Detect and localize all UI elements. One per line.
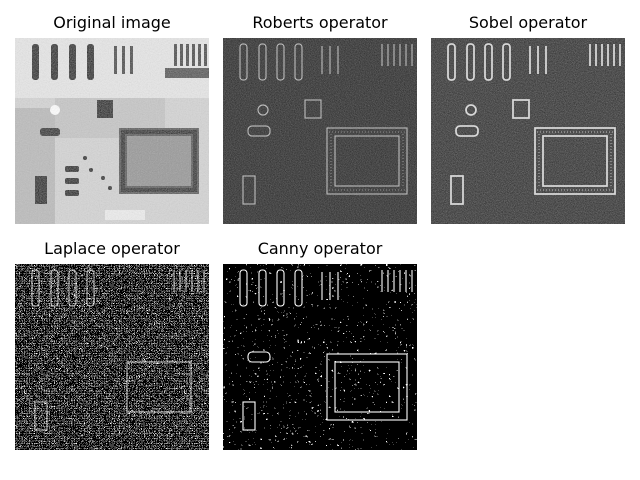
sobel-image bbox=[431, 38, 625, 224]
panel-title-canny: Canny operator bbox=[257, 239, 383, 258]
laplace-image bbox=[15, 264, 209, 450]
panel-title-sobel: Sobel operator bbox=[468, 13, 588, 32]
panel-title-roberts: Roberts operator bbox=[252, 13, 388, 32]
panel-title-laplace: Laplace operator bbox=[44, 239, 180, 258]
roberts-image bbox=[223, 38, 417, 224]
canny-image bbox=[223, 264, 417, 450]
original-image bbox=[15, 38, 209, 224]
panel-title-original: Original image bbox=[53, 13, 171, 32]
